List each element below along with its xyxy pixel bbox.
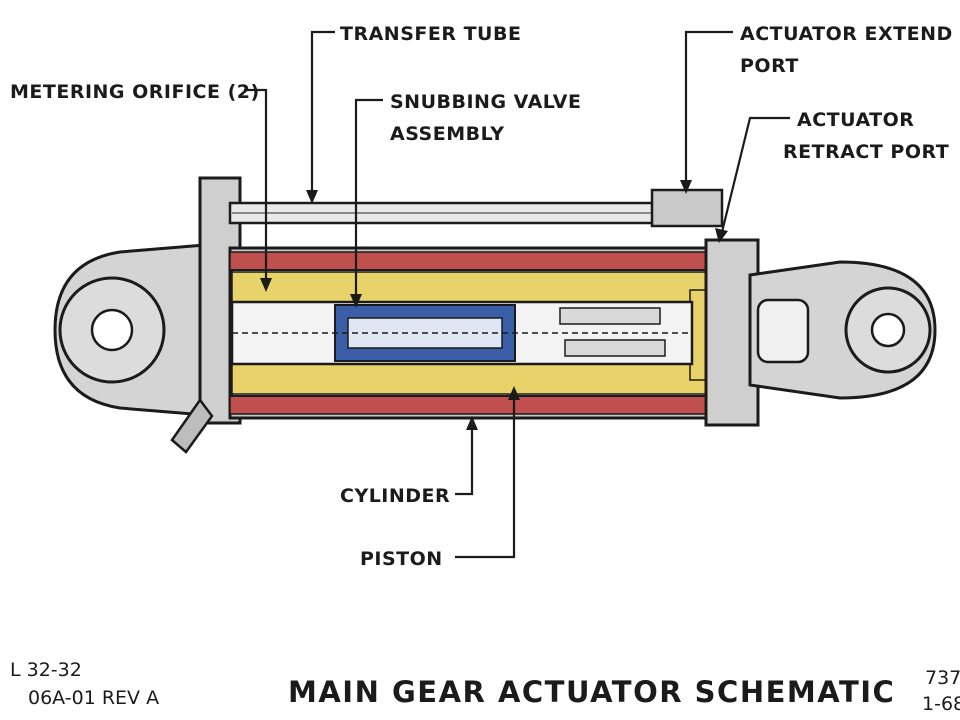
label-actuator-retract-line2: RETRACT PORT <box>783 141 949 163</box>
callout-labels: TRANSFER TUBE ACTUATOR EXTEND PORT METER… <box>10 23 953 570</box>
label-transfer-tube: TRANSFER TUBE <box>340 23 521 45</box>
doc-code-line1: L 32-32 <box>10 659 82 681</box>
leader-actuator-retract <box>720 116 790 233</box>
valve-spring-upper <box>559 307 661 325</box>
label-snubbing-valve-line2: ASSEMBLY <box>390 123 505 145</box>
leader-metering-orifice <box>244 88 268 284</box>
grease-fitting <box>170 397 214 454</box>
arrow-cylinder <box>466 416 478 430</box>
leader-snubbing-valve <box>354 98 383 300</box>
right-lug-bore-inner <box>870 312 906 348</box>
left-lug-bore-inner <box>90 308 134 352</box>
fluid-upper <box>231 271 711 303</box>
leader-lines <box>244 30 790 559</box>
rod-end-neck <box>756 298 810 364</box>
model-line1: 737 <box>925 667 960 689</box>
leader-cylinder <box>455 424 474 496</box>
leader-piston <box>455 394 516 559</box>
doc-code-line2: 06A-01 REV A <box>28 687 159 709</box>
diagram-title: MAIN GEAR ACTUATOR SCHEMATIC <box>288 675 895 709</box>
footer: L 32-32 06A-01 REV A MAIN GEAR ACTUATOR … <box>10 659 960 715</box>
label-actuator-retract-line1: ACTUATOR <box>797 109 914 131</box>
leader-transfer-tube <box>310 30 335 196</box>
actuator-body <box>53 176 937 454</box>
arrow-actuator-retract <box>715 228 728 243</box>
label-actuator-extend-line2: PORT <box>740 55 799 77</box>
leader-actuator-extend <box>684 30 733 186</box>
label-piston: PISTON <box>360 548 443 570</box>
valve-spring-lower <box>564 339 666 357</box>
arrow-transfer-tube <box>306 190 318 204</box>
label-cylinder: CYLINDER <box>340 485 450 507</box>
model-line2: 1-68 <box>922 693 960 715</box>
port-boss <box>650 188 724 228</box>
arrow-piston <box>508 386 520 400</box>
label-actuator-extend-line1: ACTUATOR EXTEND <box>740 23 953 45</box>
cylinder-band-bottom <box>229 395 711 415</box>
arrow-snubbing-valve <box>350 294 362 308</box>
fluid-lower <box>231 363 711 395</box>
cylinder-band-top <box>229 251 711 271</box>
arrow-metering-orifice <box>260 278 272 292</box>
arrow-actuator-extend <box>680 180 692 194</box>
label-snubbing-valve-line1: SNUBBING VALVE <box>390 91 581 113</box>
label-metering-orifice: METERING ORIFICE (2) <box>10 81 260 103</box>
